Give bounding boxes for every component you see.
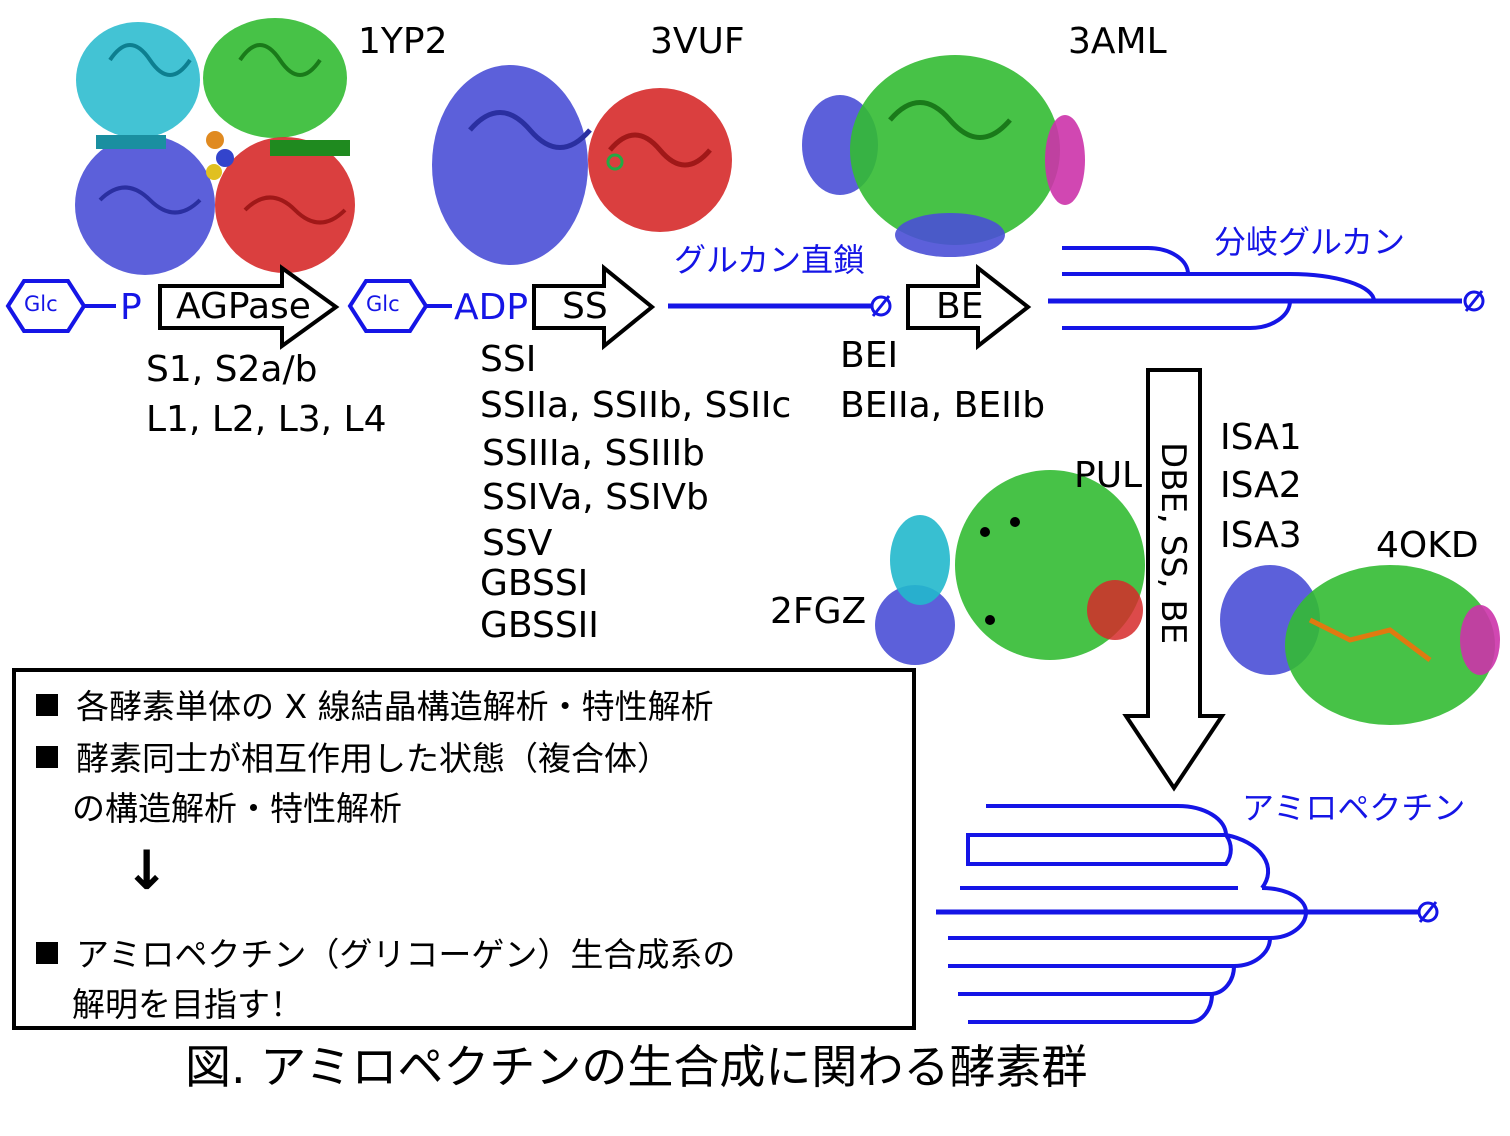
dbe-ss-be-label: DBE, SS, BE	[1153, 442, 1193, 645]
branched-glucan-label: 分岐グルカン	[1214, 223, 1406, 261]
amylopectin-label: アミロペクチン	[1242, 789, 1466, 827]
down-arrow-icon: ↓	[124, 839, 170, 902]
glc-label-2: Glc	[366, 292, 400, 316]
summary-bullet-3-line-2: 解明を目指す！	[72, 985, 303, 1024]
be-pdb-label: 3AML	[1068, 21, 1167, 62]
dbe-arrow	[1122, 368, 1226, 792]
bullet-square	[36, 942, 58, 964]
agpase-label: AGPase	[176, 286, 311, 327]
summary-bullet-3: アミロペクチン（グリコーゲン）生合成系の	[36, 938, 735, 971]
ss-label: SS	[562, 286, 608, 327]
summary-bullet-3-line-1: アミロペクチン（グリコーゲン）生合成系の	[76, 935, 736, 974]
ss-isoform-1: SSI	[480, 339, 537, 380]
isa-pdb-label: 4OKD	[1376, 525, 1479, 566]
agpase-pdb-label: 1YP2	[358, 21, 448, 62]
isa-structure-image	[1220, 565, 1500, 725]
branched-glucan-chains	[1048, 246, 1462, 330]
p-label: P	[120, 287, 142, 328]
isa-isoform-2: ISA2	[1220, 465, 1302, 506]
be-label: BE	[936, 286, 984, 327]
pul-label: PUL	[1074, 455, 1143, 496]
adp-label: ADP	[454, 287, 529, 328]
summary-bullet-2: 酵素同士が相互作用した状態（複合体）	[36, 742, 670, 775]
be-isoform-1: BEI	[840, 335, 899, 376]
agpase-structure-image	[75, 18, 355, 275]
pul-structure-image	[875, 470, 1145, 665]
glc-hexagon-1	[5, 279, 87, 333]
terminal-symbol-3	[1417, 901, 1439, 923]
ss-pdb-label: 3VUF	[650, 21, 745, 62]
agpase-arrow	[158, 264, 340, 350]
ss-isoform-6: GBSSI	[480, 563, 589, 604]
summary-bullet-2-line-2: の構造解析・特性解析	[72, 789, 402, 828]
glc-hexagon-2	[347, 279, 429, 333]
terminal-symbol-2	[1463, 290, 1485, 312]
bullet-square	[36, 746, 58, 768]
amylopectin-chains	[936, 804, 1418, 1024]
bullet-square	[36, 694, 58, 716]
ss-isoform-4: SSIVa, SSIVb	[482, 477, 709, 518]
agpase-subunit-1: S1, S2a/b	[146, 349, 318, 390]
agpase-subunit-2: L1, L2, L3, L4	[146, 399, 387, 440]
glc-label-1: Glc	[24, 292, 58, 316]
isa-isoform-3: ISA3	[1220, 515, 1302, 556]
figure-caption: 図. アミロペクチンの生合成に関わる酵素群	[185, 1040, 1088, 1094]
ss-isoform-2: SSIIa, SSIIb, SSIIc	[480, 385, 792, 426]
ss-isoform-7: GBSSII	[480, 605, 599, 646]
pul-pdb-label: 2FGZ	[770, 591, 867, 632]
summary-bullet-1-text: 各酵素単体の X 線結晶構造解析・特性解析	[76, 687, 714, 726]
linear-glucan-label: グルカン直鎖	[674, 241, 866, 279]
be-isoform-2: BEIIa, BEIIb	[840, 385, 1046, 426]
summary-box: 各酵素単体の X 線結晶構造解析・特性解析 酵素同士が相互作用した状態（複合体）…	[12, 668, 916, 1030]
be-arrow	[906, 263, 1032, 351]
summary-bullet-2-line-1: 酵素同士が相互作用した状態（複合体）	[76, 739, 670, 778]
be-structure-image	[802, 55, 1085, 257]
terminal-symbol-1	[870, 295, 892, 317]
isa-isoform-1: ISA1	[1220, 417, 1302, 458]
ss-isoform-5: SSV	[482, 523, 553, 564]
summary-bullet-1: 各酵素単体の X 線結晶構造解析・特性解析	[36, 690, 714, 723]
ss-isoform-3: SSIIIa, SSIIIb	[482, 433, 705, 474]
ss-arrow	[532, 263, 656, 351]
ss-structure-image	[432, 65, 732, 265]
